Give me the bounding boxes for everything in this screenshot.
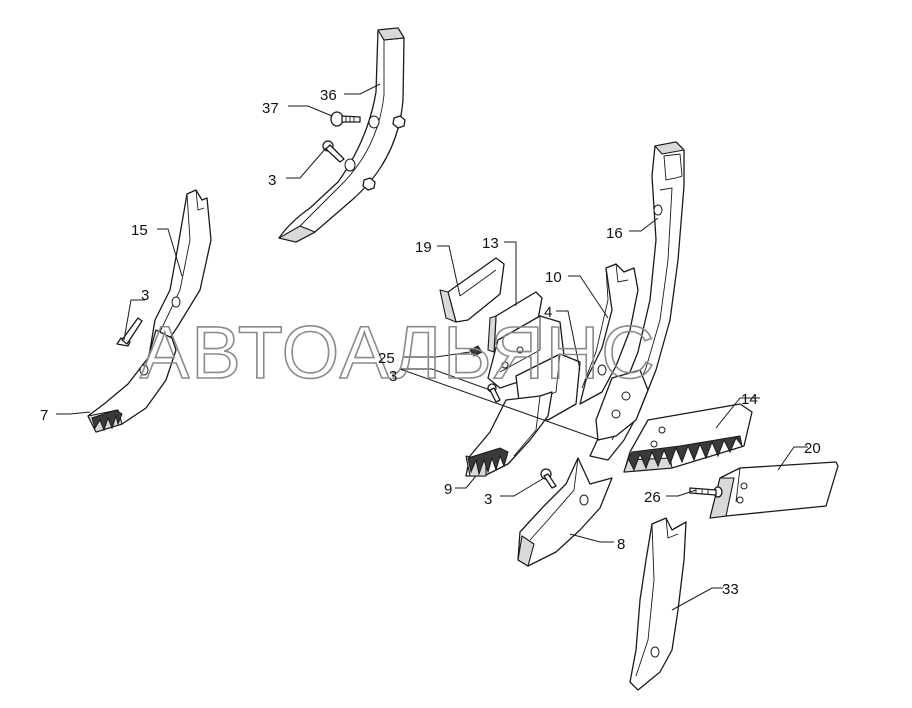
callout-13: 13 [482, 235, 499, 252]
callout-8: 8 [617, 536, 625, 553]
callout-19: 19 [415, 239, 432, 256]
nut-top-pair [362, 115, 406, 191]
callout-3-left: 3 [141, 287, 149, 304]
bolt-3-share [540, 468, 557, 489]
part-26-bolt [689, 486, 723, 498]
callout-3-top: 3 [268, 172, 276, 189]
callout-26: 26 [644, 489, 661, 506]
part-7-left-share [87, 329, 177, 433]
callout-36: 36 [320, 87, 337, 104]
callout-4: 4 [544, 304, 552, 321]
callout-20: 20 [804, 440, 821, 457]
bolt-3-top [322, 140, 345, 163]
callout-15: 15 [131, 222, 148, 239]
callout-labels: 36 37 3 15 3 7 19 13 10 16 4 25 3 14 20 … [40, 87, 821, 598]
callout-25: 25 [378, 350, 395, 367]
part-10-bracket [579, 263, 639, 405]
bolt-3-left [116, 317, 143, 347]
callout-9: 9 [444, 481, 452, 498]
bolt-3-mid [487, 383, 501, 403]
part-37-bolt [330, 111, 361, 127]
leader-lines [56, 83, 808, 611]
part-25-washer [469, 345, 483, 357]
part-8-share-point [517, 457, 613, 567]
part-36-curved-guard [278, 27, 405, 243]
callout-33: 33 [722, 581, 739, 598]
callout-37: 37 [262, 100, 279, 117]
callout-3-share: 3 [484, 491, 492, 508]
callout-16: 16 [606, 225, 623, 242]
part-20-blade [709, 461, 839, 519]
watermark-text: АВТОАЛЬЯНС [140, 311, 657, 394]
part-33-lower-shank [629, 517, 687, 691]
part-19-shin [439, 257, 505, 323]
callout-10: 10 [545, 269, 562, 286]
callout-7: 7 [40, 407, 48, 424]
part-9-center-share [465, 391, 553, 477]
mount-plate [595, 369, 649, 441]
callout-3-mid: 3 [389, 368, 397, 385]
part-16-main-shank [589, 141, 685, 461]
callout-14: 14 [741, 391, 758, 408]
part-14-serrated-share [623, 403, 753, 473]
